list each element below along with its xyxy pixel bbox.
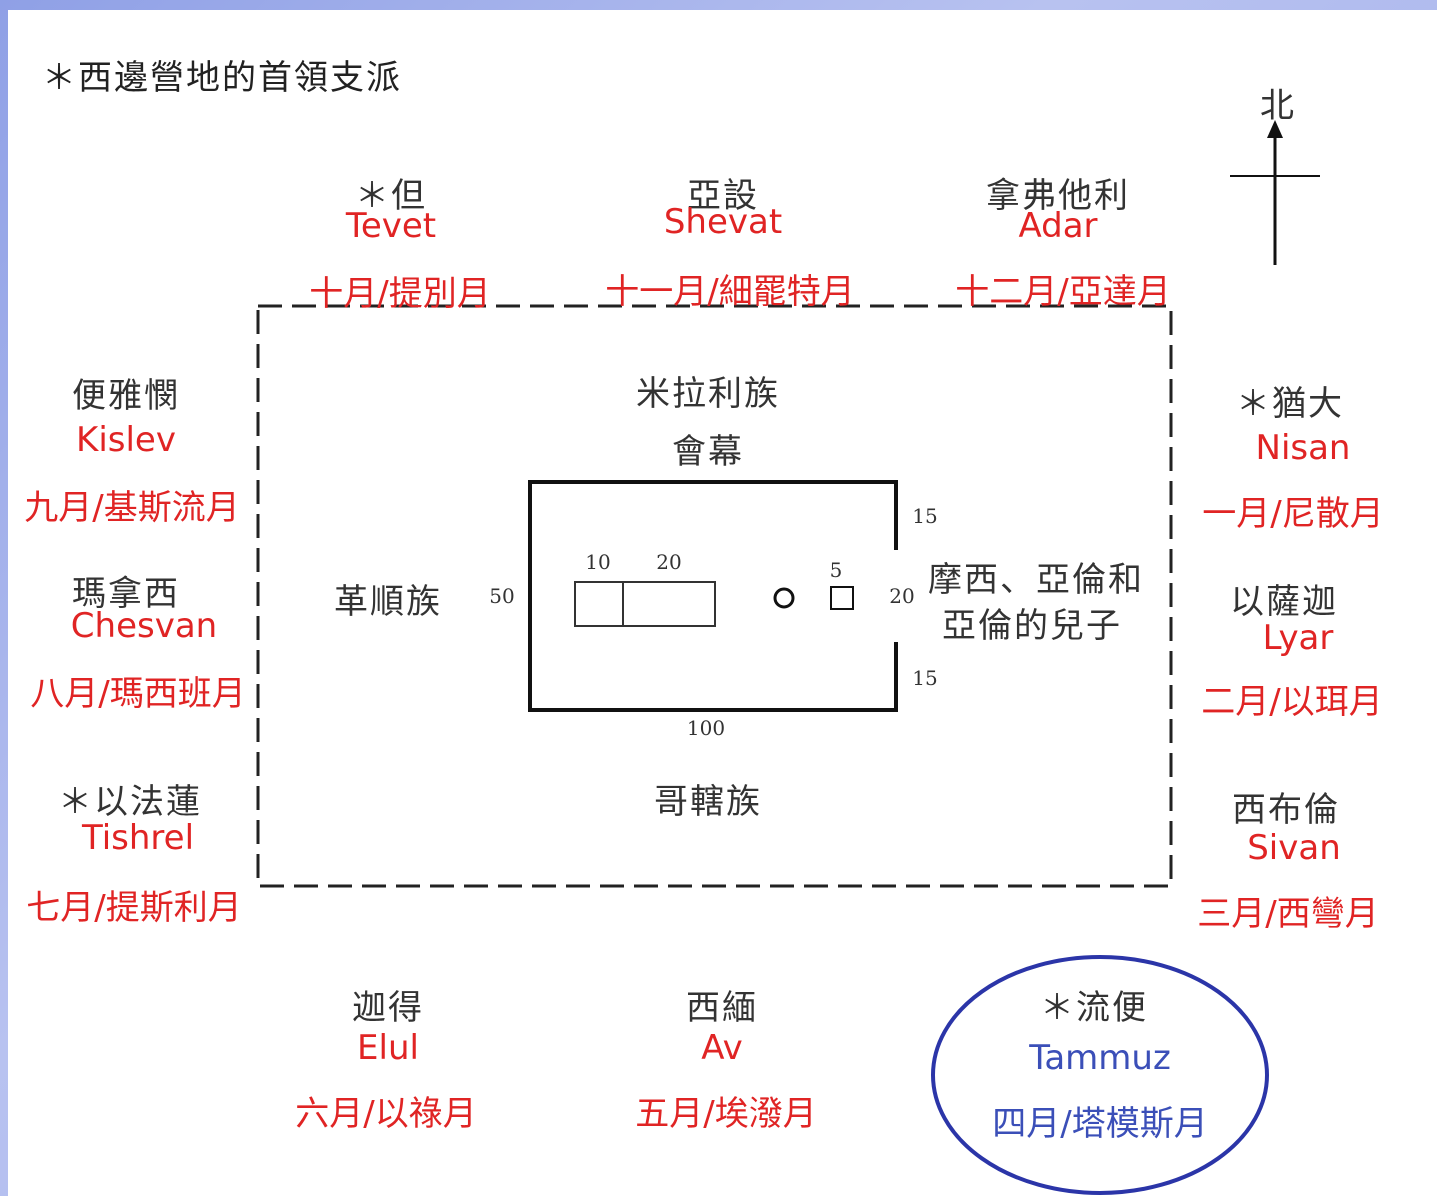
- dim-east-lower: 15: [912, 666, 938, 690]
- bottom-0-tribe: 迦得: [352, 988, 424, 1028]
- left-0-cn-month: 九月/基斯流月: [24, 488, 240, 528]
- bottom-1-cn-month: 五月/埃潑月: [635, 1094, 817, 1134]
- top-0-tribe: ＊但: [355, 176, 427, 216]
- top-2-tribe: 拿弗他利: [986, 176, 1130, 216]
- dim-holy-of-holies: 10: [585, 550, 611, 574]
- right-0-cn-month: 一月/尼散月: [1202, 494, 1384, 534]
- dim-east-upper: 15: [912, 504, 938, 528]
- left-2-tribe: ＊以法蓮: [58, 782, 202, 822]
- right-2-tribe: 西布倫: [1232, 790, 1340, 830]
- bottom-0-month: Elul: [357, 1028, 419, 1068]
- left-1-month: Chesvan: [70, 606, 218, 646]
- inner-east-line1: 摩西、亞倫和: [928, 560, 1144, 600]
- right-2-month: Sivan: [1247, 828, 1341, 868]
- top-0-month: Tevet: [345, 206, 437, 246]
- altar-shape: [830, 586, 854, 610]
- bottom-1-month: Av: [701, 1028, 743, 1068]
- top-2-month: Adar: [1018, 206, 1098, 246]
- left-2-cn-month: 七月/提斯利月: [26, 888, 242, 928]
- left-0-tribe: 便雅憫: [72, 376, 180, 416]
- dim-length: 100: [686, 716, 726, 740]
- diagram-canvas: ＊西邊營地的首領支派 北 ＊但 Tevet 十月/提別月 亞設 Shevat 十…: [8, 10, 1437, 1196]
- dim-gate: 20: [889, 584, 915, 608]
- bottom-0-cn-month: 六月/以祿月: [295, 1094, 477, 1134]
- dim-altar: 5: [829, 558, 843, 582]
- inner-north-clan: 米拉利族: [636, 374, 780, 414]
- top-1-tribe: 亞設: [687, 176, 759, 216]
- left-1-tribe: 瑪拿西: [72, 574, 180, 614]
- tent-holy-place: [622, 581, 716, 627]
- inner-west-clan: 革順族: [334, 582, 442, 622]
- top-1-month: Shevat: [663, 202, 783, 242]
- north-label: 北: [1260, 86, 1296, 126]
- bottom-2-tribe: ＊流便: [1040, 988, 1148, 1028]
- page-title: ＊西邊營地的首領支派: [42, 58, 402, 98]
- right-0-tribe: ＊猶大: [1236, 384, 1344, 424]
- bottom-2-month: Tammuz: [1029, 1038, 1171, 1078]
- right-1-month: Lyar: [1262, 618, 1334, 658]
- dim-holy-place: 20: [656, 550, 682, 574]
- diagram-lines: [256, 120, 1320, 1195]
- camp-boundary: [256, 304, 1173, 888]
- top-0-cn-month: 十月/提別月: [309, 274, 491, 314]
- left-1-cn-month: 八月/瑪西班月: [30, 674, 246, 714]
- right-2-cn-month: 三月/西彎月: [1197, 894, 1379, 934]
- inner-south-clan: 哥轄族: [654, 782, 762, 822]
- right-1-cn-month: 二月/以珥月: [1201, 682, 1383, 722]
- top-2-cn-month: 十二月/亞達月: [955, 272, 1171, 312]
- bottom-1-tribe: 西緬: [686, 988, 758, 1028]
- left-0-month: Kislev: [76, 420, 176, 460]
- left-2-month: Tishrel: [81, 818, 195, 858]
- inner-east-line2: 亞倫的兒子: [942, 606, 1122, 646]
- right-0-month: Nisan: [1255, 428, 1351, 468]
- inner-tabernacle-label: 會幕: [672, 432, 744, 472]
- court-outline: [528, 480, 898, 712]
- right-1-tribe: 以薩迦: [1230, 582, 1338, 622]
- bottom-2-cn-month: 四月/塔模斯月: [992, 1104, 1208, 1144]
- tent-holy-of-holies: [574, 581, 624, 627]
- north-arrow-head: [1267, 120, 1283, 138]
- laver-shape: [773, 587, 795, 609]
- top-1-cn-month: 十一月/細罷特月: [605, 272, 855, 312]
- dim-west-width: 50: [489, 584, 515, 608]
- reuben-highlight-ellipse: [931, 955, 1269, 1195]
